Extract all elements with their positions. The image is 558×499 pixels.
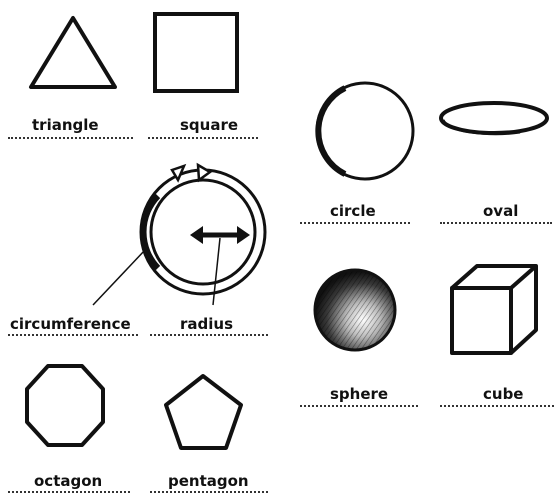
triangle-writing-line: [8, 137, 133, 139]
pentagon-shape: [166, 376, 241, 448]
pentagon-label: pentagon: [168, 474, 249, 489]
square-label: square: [180, 118, 238, 133]
cube-writing-line: [440, 405, 554, 407]
octagon-writing-line: [8, 491, 130, 493]
cube-label: cube: [483, 387, 523, 402]
triangle-label: triangle: [32, 118, 99, 133]
sphere-shape: [315, 270, 395, 350]
rotation-arrow-icon: [198, 165, 210, 180]
oval-shape: [441, 103, 547, 134]
sphere-writing-line: [300, 405, 418, 407]
octagon-shape: [27, 366, 103, 445]
circumference-diagram: [93, 165, 265, 305]
sphere-label: sphere: [330, 387, 388, 402]
circle-label: circle: [330, 204, 376, 219]
square-shape: [155, 14, 237, 91]
oval-label: oval: [483, 204, 518, 219]
square-writing-line: [148, 137, 258, 139]
triangle-shape: [31, 18, 115, 87]
arrow-left-icon: [190, 226, 203, 244]
pentagon-writing-line: [150, 491, 268, 493]
octagon-label: octagon: [34, 474, 102, 489]
radius-label: radius: [180, 317, 233, 332]
radius-writing-line: [150, 334, 268, 336]
circumference-writing-line: [8, 334, 138, 336]
circle-writing-line: [300, 222, 410, 224]
circle-shape: [317, 83, 413, 179]
oval-writing-line: [440, 222, 552, 224]
cube-shape: [452, 266, 536, 353]
circumference-label: circumference: [10, 317, 131, 332]
arrow-right-icon: [237, 226, 250, 244]
